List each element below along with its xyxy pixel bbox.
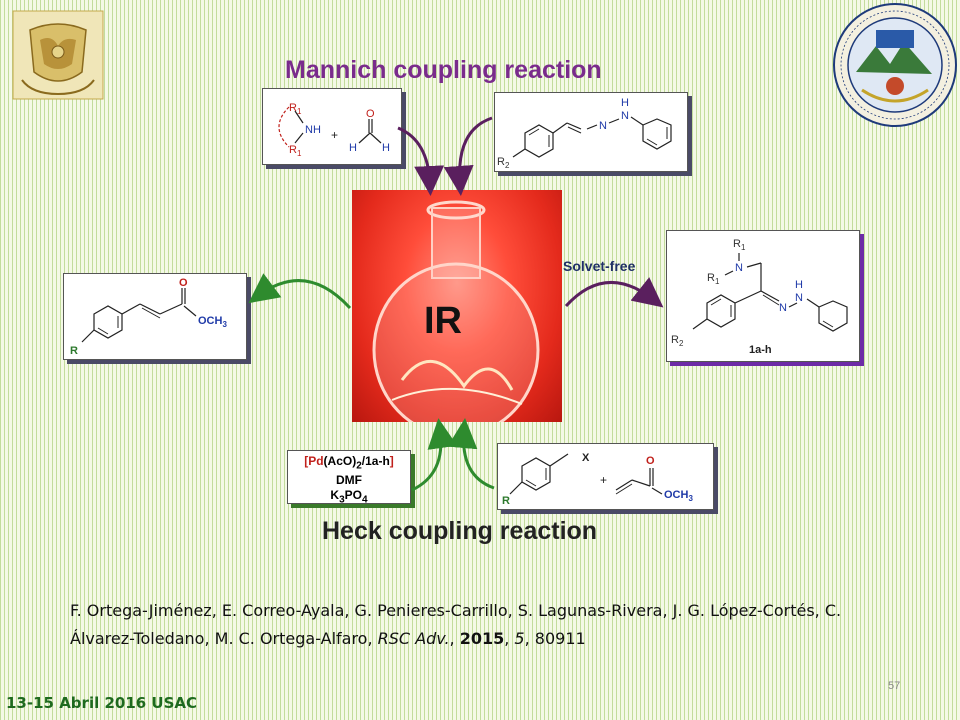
plus-sign-b: +	[600, 473, 607, 487]
reagent-box-heck: X R + O OCH3	[497, 443, 714, 510]
product-label-1a-h: 1a-h	[749, 344, 772, 356]
prod-r1-top-sub: 1	[741, 243, 746, 252]
r1-sub-a: 1	[297, 107, 302, 116]
svg-text:R1: R1	[707, 272, 720, 286]
base-k: K	[330, 488, 340, 503]
arrow-hydrazone-to-flask	[443, 116, 493, 196]
svg-text:R2: R2	[497, 156, 510, 170]
svg-text:OCH3: OCH3	[198, 315, 227, 329]
hydrazone-product-structure: R1 N R1 N N H R2 1a-h	[671, 238, 848, 356]
aldehyde-o-label: O	[366, 108, 375, 120]
arrow-flask-to-product	[564, 277, 664, 308]
catalyst-bracket-open: [	[304, 454, 309, 468]
citation-journal: RSC Adv.	[377, 629, 450, 648]
product-box-1a-h: R1 N R1 N N H R2 1a-h	[666, 230, 860, 362]
prod-r1-top: R	[733, 238, 741, 250]
svg-text:OCH3: OCH3	[664, 489, 693, 503]
prod-r2-sub: 2	[679, 339, 684, 348]
amine-formaldehyde-structure: R1 R1 NH + O H H	[278, 102, 390, 158]
usac-logo	[832, 2, 958, 128]
hydrazone-nh-h: H	[621, 97, 629, 109]
glass-flask-icon	[372, 200, 540, 422]
catalyst-bracket-close: ]	[389, 454, 394, 468]
ir-label: IR	[424, 300, 462, 342]
prod-nh-h: H	[795, 279, 803, 291]
svg-text:R2: R2	[671, 334, 684, 348]
catalyst-pd: Pd	[308, 454, 324, 468]
arrow-amine-to-flask	[397, 126, 445, 196]
unam-logo	[12, 10, 104, 100]
r1-sub-b: 1	[297, 149, 302, 158]
base-po: PO	[344, 488, 362, 503]
prod-r1-left-sub: 1	[715, 277, 720, 286]
cinnamate-och-label: OCH	[198, 315, 223, 327]
arrow-heck-reagents-to-flask	[447, 418, 495, 490]
citation-authors: F. Ortega-Jiménez, E. Correo-Ayala, G. P…	[70, 601, 842, 648]
arrow-catalyst-to-flask	[411, 418, 458, 492]
r2-sub: 2	[505, 161, 510, 170]
reagent-box-amine-formaldehyde: R1 R1 NH + O H H	[262, 88, 402, 165]
acrylate-och-sub: 3	[688, 494, 693, 503]
acrylate-o-label: O	[646, 455, 655, 467]
hydrazone-n1: N	[599, 120, 607, 132]
nh-label: NH	[305, 124, 321, 136]
svg-text:R1: R1	[289, 144, 302, 158]
halide-x-label: X	[582, 452, 590, 464]
prod-r1-left: R	[707, 272, 715, 284]
usac-seal-icon	[833, 3, 957, 127]
r1-label-a: R	[289, 102, 297, 114]
citation-year: 2015	[459, 629, 505, 648]
citation-volume: 5	[514, 629, 525, 648]
hydrazone-structure: R2 N N H	[497, 97, 672, 170]
footer-date: 13-15 Abril 2016 USAC	[6, 694, 198, 712]
base-po-sub: 4	[362, 494, 368, 506]
citation: F. Ortega-Jiménez, E. Correo-Ayala, G. P…	[70, 597, 910, 653]
prod-n-amine: N	[735, 262, 743, 274]
plus-sign-a: +	[331, 128, 338, 142]
heck-reagents-structure: X R + O OCH3	[502, 452, 693, 507]
heck-r-label: R	[502, 495, 510, 507]
r2-label: R	[497, 156, 505, 168]
arrow-flask-to-cinnamate	[248, 273, 352, 310]
unam-seal-icon	[12, 10, 104, 100]
cinnamate-och-sub: 3	[222, 320, 227, 329]
heck-title: Heck coupling reaction	[322, 517, 598, 545]
solvent-free-label: Solvet-free	[563, 258, 636, 274]
catalyst-acetate: (AcO)	[323, 454, 357, 468]
catalyst-ligand: /1a-h	[361, 454, 390, 468]
prod-nh-n: N	[795, 292, 803, 304]
aldehyde-h-left: H	[349, 142, 357, 154]
prod-r2-label: R	[671, 334, 679, 346]
reagent-box-hydrazone: R2 N N H	[494, 92, 688, 172]
citation-sep1: ,	[449, 629, 460, 648]
base-k-sub: 3	[339, 494, 345, 506]
cinnamate-o-label: O	[179, 277, 188, 289]
product-box-cinnamate: R O OCH3	[63, 273, 247, 360]
r1-label-b: R	[289, 144, 297, 156]
ir-flask-photo: IR	[352, 190, 562, 422]
citation-pages: , 80911	[524, 629, 586, 648]
mannich-title: Mannich coupling reaction	[285, 56, 602, 84]
catalyst-acetate-sub: 2	[356, 460, 362, 472]
hydrazone-nh-n: N	[621, 110, 629, 122]
acrylate-och-label: OCH	[664, 489, 689, 501]
citation-sep2: ,	[504, 629, 515, 648]
page-number: 57	[888, 680, 901, 692]
solvent-line: DMF	[336, 473, 362, 488]
svg-text:R1: R1	[733, 238, 746, 252]
prod-n-imine: N	[779, 302, 787, 314]
catalyst-box: [Pd(AcO)2/1a-h] DMF K3PO4	[287, 450, 411, 507]
aldehyde-h-right: H	[382, 142, 390, 154]
catalyst-line: [Pd(AcO)2/1a-h]	[288, 454, 410, 473]
cinnamate-r-label: R	[70, 345, 78, 357]
cinnamate-structure: R O OCH3	[70, 277, 227, 357]
base-line: K3PO4	[288, 488, 410, 507]
svg-text:R1: R1	[289, 102, 302, 116]
